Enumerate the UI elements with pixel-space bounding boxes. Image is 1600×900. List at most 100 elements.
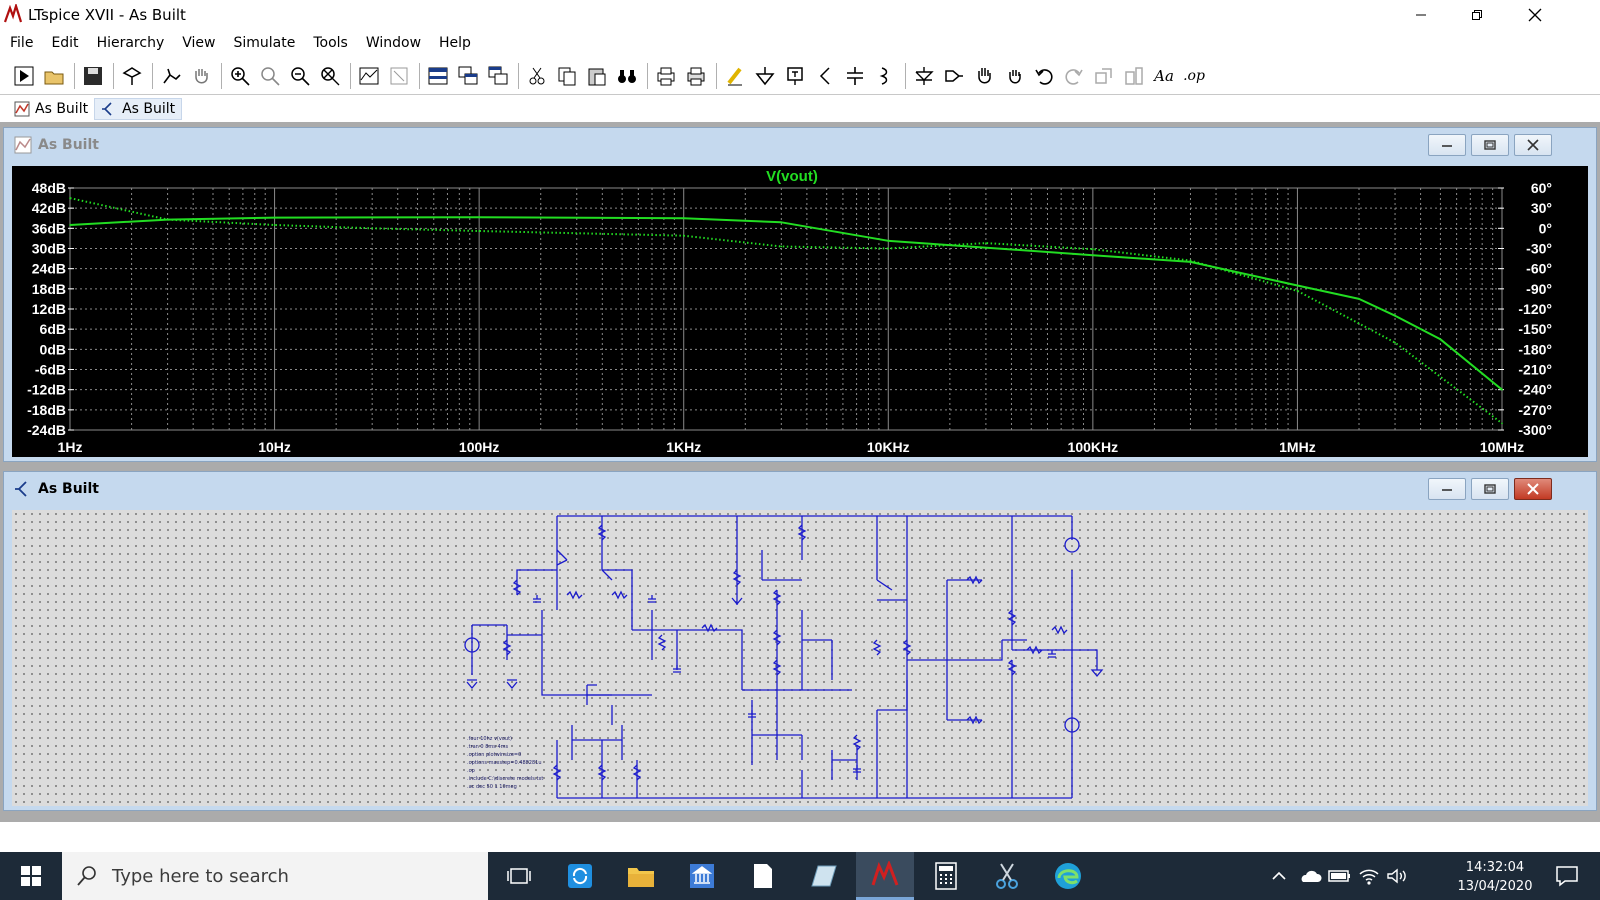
tile-horizontal-button[interactable]	[454, 62, 482, 90]
draw-wire-button[interactable]	[721, 62, 749, 90]
diode-button[interactable]	[910, 62, 938, 90]
spice-directive-text[interactable]: .tran 0 8ms 4ms	[467, 744, 508, 750]
label-net-button[interactable]	[781, 62, 809, 90]
redo-button[interactable]	[1060, 62, 1088, 90]
schematic-close-button[interactable]	[1514, 478, 1552, 500]
waveform-close-button[interactable]	[1514, 134, 1552, 156]
volume-icon[interactable]	[1386, 867, 1408, 885]
pan-button[interactable]	[187, 62, 215, 90]
taskbar-app-file-explorer[interactable]	[612, 852, 670, 900]
maximize-button[interactable]	[1454, 0, 1500, 30]
battery-icon[interactable]	[1328, 869, 1352, 883]
spice-directive-text[interactable]: .ac dec 50 1 10meg	[467, 784, 517, 790]
taskbar-app-notes[interactable]	[795, 852, 853, 900]
notifications-icon[interactable]	[1555, 865, 1579, 887]
taskbar-app-sync[interactable]	[551, 852, 609, 900]
menu-simulate[interactable]: Simulate	[233, 35, 296, 51]
find-button[interactable]	[613, 62, 641, 90]
taskbar-app-snipping-tool[interactable]	[978, 852, 1036, 900]
inductor-button[interactable]	[871, 62, 899, 90]
move-button[interactable]	[970, 62, 998, 90]
capacitor-icon	[847, 66, 863, 85]
autorange-button[interactable]	[355, 62, 383, 90]
zoom-in-button[interactable]	[226, 62, 254, 90]
close-icon	[1528, 8, 1542, 22]
menu-help[interactable]: Help	[439, 35, 471, 51]
tile-button[interactable]	[424, 62, 452, 90]
mirror-button[interactable]	[1120, 62, 1148, 90]
minimize-button[interactable]	[1398, 0, 1444, 30]
zoom-cancel-button[interactable]	[316, 62, 344, 90]
spice-directive-text[interactable]: .op	[467, 768, 475, 774]
undo-button[interactable]	[1030, 62, 1058, 90]
taskbar-app-edge[interactable]	[1039, 852, 1097, 900]
schematic-minimize-button[interactable]	[1428, 478, 1466, 500]
system-clock[interactable]: 14:32:04 13/04/2020	[1450, 858, 1540, 896]
tile-vertical-button[interactable]	[484, 62, 512, 90]
capacitor-button[interactable]	[841, 62, 869, 90]
spice-directive-text[interactable]: .option plotwinsize=0	[467, 752, 521, 758]
tab-label: As Built	[122, 101, 176, 117]
zoom-in-icon	[231, 66, 250, 86]
taskbar-app-ltspice[interactable]	[856, 852, 914, 900]
chevron-up-icon[interactable]	[1270, 868, 1288, 884]
waveform-minimize-button[interactable]	[1428, 134, 1466, 156]
taskbar-app-calculator[interactable]	[917, 852, 975, 900]
control-panel-button[interactable]	[118, 62, 146, 90]
mark-button[interactable]	[385, 62, 413, 90]
tab-schematic[interactable]: As Built	[94, 98, 183, 120]
trace-label[interactable]: V(vout)	[766, 168, 818, 185]
phase-point	[69, 197, 71, 199]
tile-vertical-icon	[488, 66, 508, 84]
ground-button[interactable]	[751, 62, 779, 90]
spice-directive-text[interactable]: .options maxstep=0.488281u	[467, 760, 542, 766]
save-button[interactable]	[79, 62, 107, 90]
open-button[interactable]	[40, 62, 68, 90]
menu-edit[interactable]: Edit	[51, 35, 79, 51]
spice-directive-text[interactable]: .include C:\discrete models.txt	[467, 776, 543, 782]
taskbar-app-bank[interactable]	[673, 852, 731, 900]
resistor-button[interactable]	[811, 62, 839, 90]
onedrive-icon[interactable]	[1298, 868, 1322, 884]
cut-button[interactable]	[523, 62, 551, 90]
halt-button[interactable]	[157, 62, 185, 90]
wifi-icon[interactable]	[1358, 866, 1380, 886]
toolbar-separator	[518, 62, 519, 89]
print-button[interactable]	[682, 62, 710, 90]
phase-point	[273, 224, 276, 226]
schematic-canvas[interactable]: .four 10hz v(vout) .tran 0 8ms 4ms .opti…	[12, 510, 1588, 806]
close-button[interactable]	[1512, 0, 1558, 30]
spice-directive-text[interactable]: .four 10hz v(vout)	[467, 736, 512, 742]
magnitude-trace[interactable]	[69, 216, 1503, 391]
start-button[interactable]	[2, 852, 60, 900]
text-button[interactable]: Aa	[1150, 62, 1178, 90]
y-tick-label: 48dB	[32, 180, 66, 196]
tab-waveform[interactable]: As Built	[8, 98, 94, 120]
waveform-maximize-button[interactable]	[1471, 134, 1509, 156]
spice-directive-button[interactable]: .op	[1180, 62, 1208, 90]
print-preview-button[interactable]	[652, 62, 680, 90]
x-tick-label: 1KHz	[666, 439, 701, 455]
copy-button[interactable]	[553, 62, 581, 90]
phase-trace[interactable]	[69, 197, 1503, 425]
menu-hierarchy[interactable]: Hierarchy	[96, 35, 165, 51]
paste-button[interactable]	[583, 62, 611, 90]
task-view-button[interactable]	[490, 852, 548, 900]
bode-plot[interactable]: V(vout) 48dB42dB36dB30dB24dB18dB12dB6dB0…	[12, 166, 1588, 457]
run-button[interactable]	[10, 62, 38, 90]
menu-window[interactable]: Window	[365, 35, 422, 51]
taskbar-app-document[interactable]	[734, 852, 792, 900]
menu-view[interactable]: View	[182, 35, 216, 51]
taskbar-search[interactable]: Type here to search	[62, 852, 488, 900]
task-view-icon	[507, 868, 531, 884]
zoom-out-button[interactable]	[286, 62, 314, 90]
drag-button[interactable]	[1000, 62, 1028, 90]
scissors-icon	[996, 863, 1018, 889]
schematic-maximize-button[interactable]	[1471, 478, 1509, 500]
component-button[interactable]	[940, 62, 968, 90]
menu-file[interactable]: File	[10, 35, 34, 51]
menu-tools[interactable]: Tools	[313, 35, 348, 51]
zoom-full-button[interactable]	[256, 62, 284, 90]
rotate-button[interactable]	[1090, 62, 1118, 90]
